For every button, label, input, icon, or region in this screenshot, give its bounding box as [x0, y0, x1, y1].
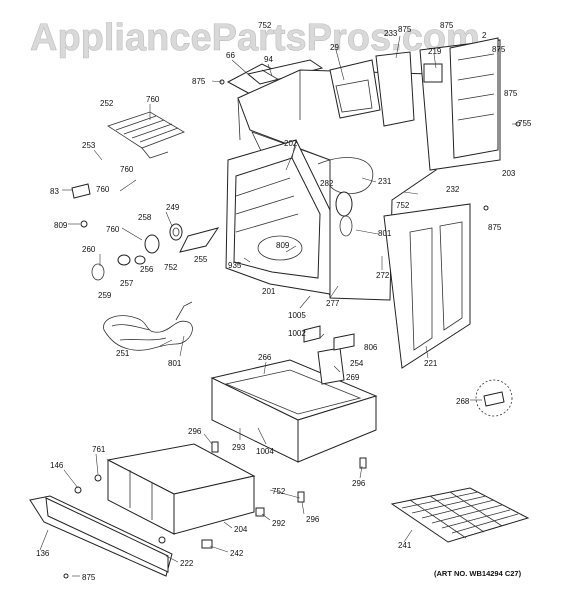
callout-labels: 752 66 94 875 29 233 875 875 219 2 875 8…: [36, 21, 532, 582]
callout-875: 875: [488, 223, 502, 232]
callout-83: 83: [50, 187, 59, 196]
callout-760: 760: [146, 95, 160, 104]
storage-drawer: [106, 443, 256, 535]
callout-277: 277: [326, 299, 340, 308]
callout-241: 241: [398, 541, 412, 550]
callout-94: 94: [264, 55, 273, 64]
callout-233: 233: [384, 29, 398, 38]
drawer-frame: [210, 359, 378, 463]
callout-202: 202: [284, 139, 298, 148]
callout-146: 146: [50, 461, 64, 470]
broil-element: [107, 111, 185, 159]
convection-element: [317, 157, 374, 237]
side-panel: [383, 203, 471, 369]
callout-875: 875: [82, 573, 96, 582]
callout-875: 875: [192, 77, 206, 86]
callout-242: 242: [230, 549, 244, 558]
callout-222: 222: [180, 559, 194, 568]
callout-29: 29: [330, 43, 339, 52]
callout-201: 201: [262, 287, 276, 296]
back-panel: [419, 37, 501, 171]
oven-rack: [390, 487, 530, 543]
callout-752: 752: [164, 263, 178, 272]
callout-204: 204: [234, 525, 248, 534]
callout-268: 268: [456, 397, 470, 406]
callout-259: 259: [98, 291, 112, 300]
callout-282: 282: [320, 179, 334, 188]
callout-752: 752: [258, 21, 272, 30]
callout-254: 254: [350, 359, 364, 368]
bake-element: [103, 301, 193, 351]
callout-252: 252: [100, 99, 114, 108]
igniter-bracket: [303, 325, 355, 385]
callout-296: 296: [306, 515, 320, 524]
watermark-text: AppliancePartsPros.com: [30, 17, 480, 59]
hardware-screws: [63, 79, 521, 579]
callout-809: 809: [276, 241, 290, 250]
callout-66: 66: [226, 51, 235, 60]
callout-253: 253: [82, 141, 96, 150]
rack-supports: [71, 183, 220, 281]
callout-251: 251: [116, 349, 130, 358]
callout-875: 875: [504, 89, 518, 98]
callout-296: 296: [352, 479, 366, 488]
callout-136: 136: [36, 549, 50, 558]
art-number: (ART NO. WB14294 C27): [434, 569, 522, 578]
callout-231: 231: [378, 177, 392, 186]
oven-liner: [225, 139, 331, 295]
callout-221: 221: [424, 359, 438, 368]
callout-266: 266: [258, 353, 272, 362]
callout-258: 258: [138, 213, 152, 222]
callout-1004: 1004: [256, 447, 274, 456]
callout-875: 875: [492, 45, 506, 54]
callout-232: 232: [446, 185, 460, 194]
callout-1005: 1005: [288, 311, 306, 320]
module-268: [475, 379, 513, 417]
callout-809: 809: [54, 221, 68, 230]
drawer-front: [29, 495, 173, 577]
callout-935: 935: [228, 261, 242, 270]
callout-755: 755: [518, 119, 532, 128]
callout-752: 752: [396, 201, 410, 210]
callout-875: 875: [398, 25, 412, 34]
callout-255: 255: [194, 255, 208, 264]
callout-801: 801: [378, 229, 392, 238]
callout-203: 203: [502, 169, 516, 178]
callout-219: 219: [428, 47, 442, 56]
callout-1002: 1002: [288, 329, 306, 338]
callout-760: 760: [106, 225, 120, 234]
callout-761: 761: [92, 445, 106, 454]
callout-293: 293: [232, 443, 246, 452]
callout-269: 269: [346, 373, 360, 382]
callout-2: 2: [482, 31, 487, 40]
callout-296: 296: [188, 427, 202, 436]
callout-760: 760: [96, 185, 110, 194]
callout-806: 806: [364, 343, 378, 352]
callout-257: 257: [120, 279, 134, 288]
callout-260: 260: [82, 245, 96, 254]
callout-256: 256: [140, 265, 154, 274]
callout-752: 752: [272, 487, 286, 496]
callout-875: 875: [440, 21, 454, 30]
callout-801: 801: [168, 359, 182, 368]
callout-272: 272: [376, 271, 390, 280]
callout-249: 249: [166, 203, 180, 212]
callout-760: 760: [120, 165, 134, 174]
leader-lines: [39, 35, 518, 577]
callout-292: 292: [272, 519, 286, 528]
